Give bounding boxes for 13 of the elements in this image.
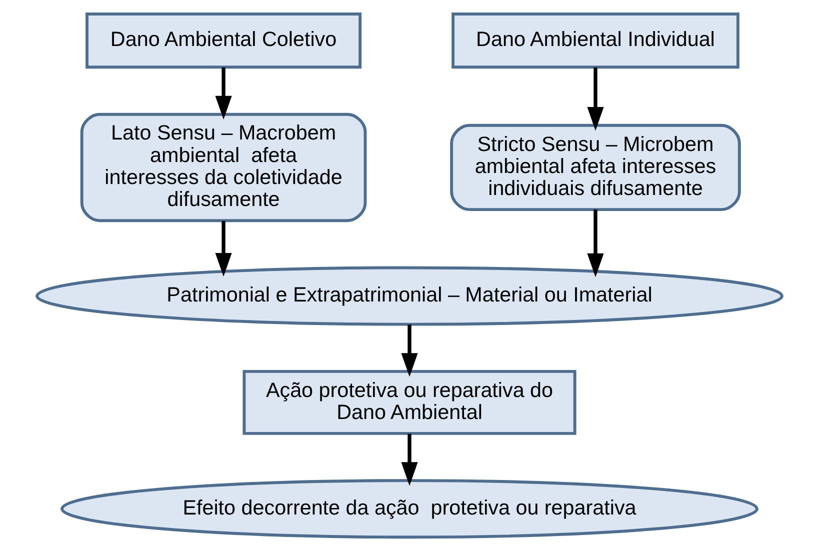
arrow bbox=[401, 324, 418, 377]
node-ellipse: Efeito decorrente da ação protetiva ou reparativa bbox=[60, 479, 758, 539]
node-box: Dano Ambiental Individual bbox=[452, 12, 740, 69]
arrow bbox=[215, 67, 232, 120]
arrow bbox=[587, 67, 604, 131]
arrow bbox=[215, 220, 232, 277]
node-box: Stricto Sensu – Microbem ambiental afeta interesses individuais difusamente bbox=[450, 124, 741, 212]
node-box: Lato Sensu – Macrobem ambiental afeta interesses da coletividade difusamente bbox=[80, 112, 367, 222]
node-box: Ação protetiva ou reparativa do Dano Ambiental bbox=[242, 370, 576, 435]
arrow bbox=[401, 434, 418, 486]
arrow bbox=[587, 210, 604, 278]
node-ellipse: Patrimonial e Extrapatrimonial – Material ou Imaterial bbox=[36, 266, 784, 326]
node-box: Dano Ambiental Coletivo bbox=[86, 12, 362, 69]
